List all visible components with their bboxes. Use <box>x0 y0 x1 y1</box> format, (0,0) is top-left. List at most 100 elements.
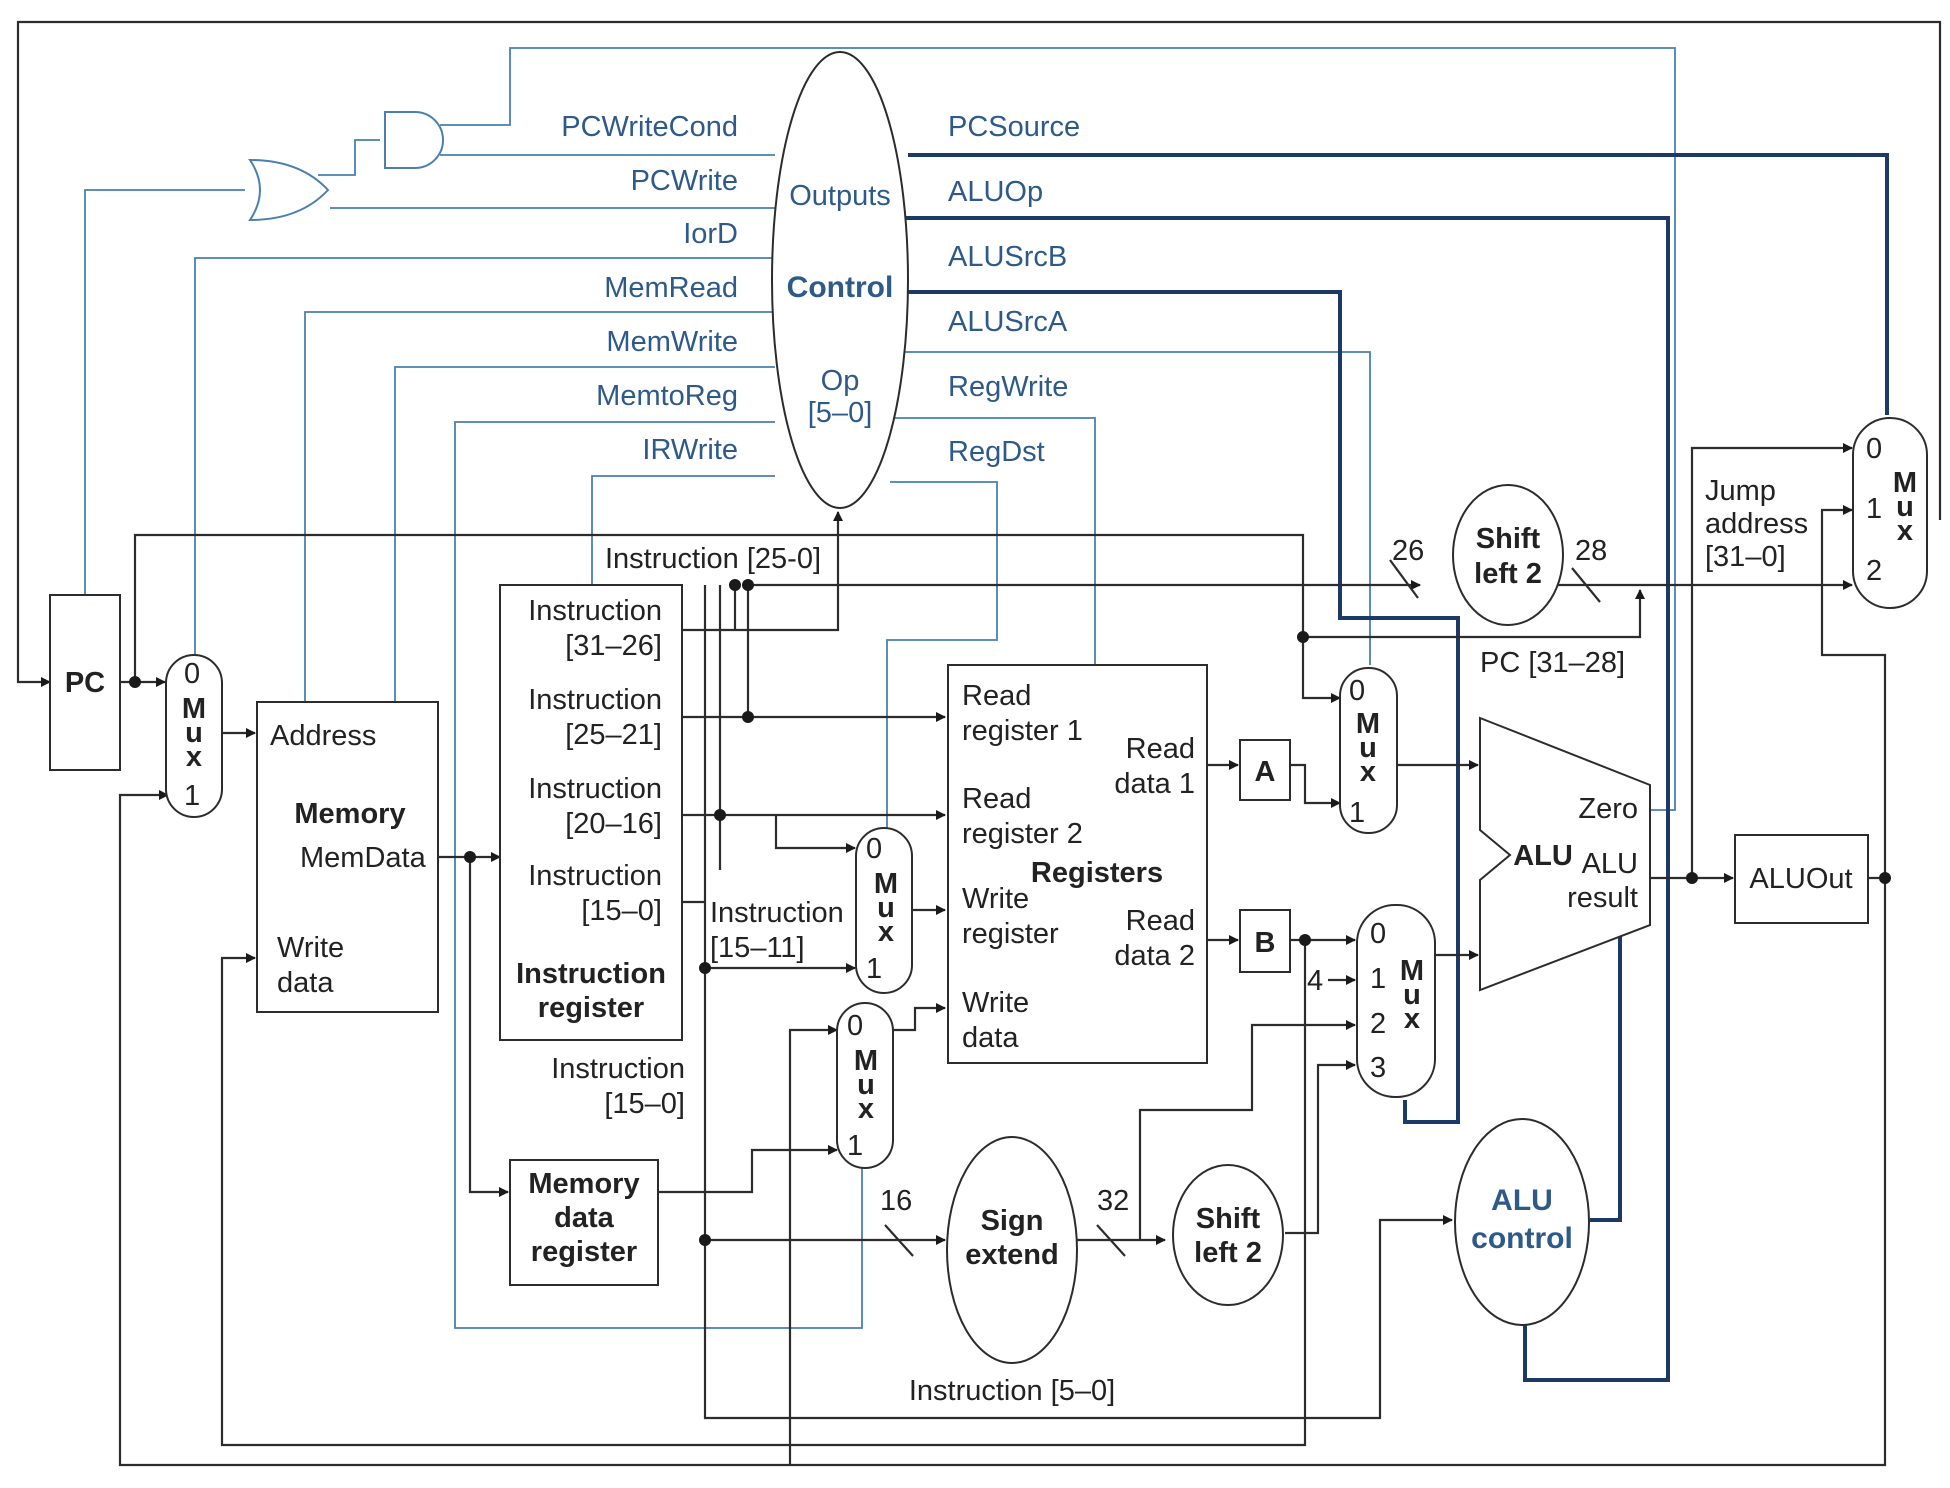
signal-alusrcb: ALUSrcB <box>948 241 1067 273</box>
regs-write-reg-line1: Write <box>962 883 1029 915</box>
wire-a-to-mux <box>1290 763 1341 808</box>
mux-memtoreg-letter-m: M <box>854 1045 878 1077</box>
memory-address-label: Address <box>270 720 376 752</box>
shift-top-line1: Shift <box>1476 523 1541 555</box>
mux-pcsource-in2: 2 <box>1866 555 1882 587</box>
label-instr-15-11-line1: Instruction <box>710 897 844 929</box>
mux-alusrcb-in1: 1 <box>1370 963 1386 995</box>
wire-and-to-or <box>318 139 380 176</box>
mdr-line1: Memory <box>528 1168 639 1200</box>
ir-field-31-26-line2: [31–26] <box>565 630 662 662</box>
mux-alusrca-letter-m: M <box>1356 708 1380 740</box>
bold-control-wires <box>900 153 1889 1382</box>
wire-memdata-to-mdr <box>468 857 509 1197</box>
mux-pcsource-letter-m: M <box>1893 467 1917 499</box>
and-gate <box>384 111 444 169</box>
label-jump-line3: [31–0] <box>1705 541 1786 573</box>
mux-alusrcb-in3: 3 <box>1370 1052 1386 1084</box>
label-jump-line2: address <box>1705 508 1808 540</box>
wire-shift-to-alusrcb-3 <box>1285 1060 1356 1235</box>
mux-memtoreg-letter-x: x <box>858 1093 874 1125</box>
ir-field-15-0-line1: Instruction <box>528 860 662 892</box>
ir-field-31-26-line1: Instruction <box>528 595 662 627</box>
memory-title: Memory <box>294 798 405 830</box>
mux-regdst-letter-m: M <box>874 868 898 900</box>
mux-iord <box>165 654 223 818</box>
regs-read-reg2-line2: register 2 <box>962 818 1083 850</box>
sign-extend <box>946 1136 1078 1364</box>
regs-read-data1-line2: data 1 <box>1114 768 1195 800</box>
wire-aluout-to-pcmux-1 <box>1820 505 1887 878</box>
regs-read-reg1-line2: register 1 <box>962 715 1083 747</box>
shift-left-2-bottom <box>1172 1164 1284 1306</box>
label-const-4: 4 <box>1307 965 1323 997</box>
mux-regdst-in1: 1 <box>866 953 882 985</box>
regs-write-data-line2: data <box>962 1022 1019 1054</box>
wire-20-16-to-regdst-mux <box>774 815 856 853</box>
wire-pcsource <box>908 153 1889 415</box>
label-bits-16: 16 <box>880 1185 912 1217</box>
slash-32 <box>1096 1224 1126 1257</box>
mux-alusrcb-letter-m: M <box>1400 955 1424 987</box>
ir-field-20-16-line2: [20–16] <box>565 808 662 840</box>
wire-memread <box>304 311 775 702</box>
mux-pcsource-letter-u: u <box>1896 491 1914 523</box>
wire-aluout-to-memtoreg <box>788 1025 838 1465</box>
memory-write-line2: data <box>277 967 334 999</box>
control-title: Control <box>787 271 894 304</box>
control-unit <box>771 51 909 509</box>
wire-alucontrol-to-alu <box>1590 935 1622 1222</box>
wire-instr-5-0-to-alucontrol <box>703 1215 1453 1420</box>
mux-regdst-letter-x: x <box>878 916 894 948</box>
shift-left-2-top <box>1452 484 1564 626</box>
mux-alusrca-in1: 1 <box>1349 797 1365 829</box>
alu-result-line1: ALU <box>1582 848 1638 880</box>
reg-b-label: B <box>1255 927 1276 959</box>
label-instr-15-0-line1: Instruction <box>551 1053 685 1085</box>
regs-title: Registers <box>1031 857 1163 889</box>
slash-28 <box>1571 567 1601 603</box>
mux-alusrca <box>1339 667 1398 834</box>
wire-regdst <box>886 481 998 828</box>
memory-unit <box>256 701 439 1013</box>
label-jump-line1: Jump <box>1705 475 1776 507</box>
signal-memtoreg: MemtoReg <box>596 380 738 412</box>
label-instr-15-11-line2: [15–11] <box>710 932 805 964</box>
alu-label: ALU <box>1513 840 1573 872</box>
datapath-wires <box>16 20 1942 1467</box>
signal-memwrite: MemWrite <box>606 326 738 358</box>
wire-alusrca <box>890 351 1371 665</box>
aluout-register <box>1734 834 1869 924</box>
control-outputs-label: Outputs <box>789 180 891 212</box>
wire-pc-to-alusrca <box>133 533 1341 703</box>
mux-iord-in0: 0 <box>184 658 200 690</box>
shift-top-line2: left 2 <box>1474 558 1542 590</box>
label-instr-15-0-line2: [15–0] <box>604 1088 685 1120</box>
wire-mdr-to-memtoreg <box>658 1145 838 1194</box>
mdr-line2: data <box>554 1202 615 1234</box>
mux-alusrcb-in2: 2 <box>1370 1008 1386 1040</box>
pc-label: PC <box>65 667 105 699</box>
aluout-label: ALUOut <box>1749 863 1852 895</box>
wire-zero-to-and <box>440 47 1676 811</box>
mux-alusrcb-in0: 0 <box>1370 918 1386 950</box>
pc-register <box>49 594 121 771</box>
ir-title-line2: register <box>538 992 644 1024</box>
mux-alusrcb-letter-x: x <box>1404 1003 1420 1035</box>
regs-read-reg1-line1: Read <box>962 680 1031 712</box>
mux-memtoreg <box>836 1002 894 1169</box>
wire-alu-to-pcmux-0 <box>1690 443 1853 878</box>
wire-alusrcb <box>905 290 1460 1124</box>
sign-extend-line1: Sign <box>981 1205 1044 1237</box>
memory-write-line1: Write <box>277 932 344 964</box>
mux-iord-letter-m: M <box>182 693 206 725</box>
signal-alusrca: ALUSrcA <box>948 306 1068 338</box>
mux-alusrcb-letter-u: u <box>1403 979 1421 1011</box>
ir-title-line1: Instruction <box>516 958 666 990</box>
mux-pcsource-letter-x: x <box>1897 515 1913 547</box>
signal-pcwritecond: PCWriteCond <box>561 111 738 143</box>
memory-memdata-label: MemData <box>300 842 427 874</box>
mux-alusrca-letter-u: u <box>1359 732 1377 764</box>
signal-pcsource: PCSource <box>948 111 1080 143</box>
